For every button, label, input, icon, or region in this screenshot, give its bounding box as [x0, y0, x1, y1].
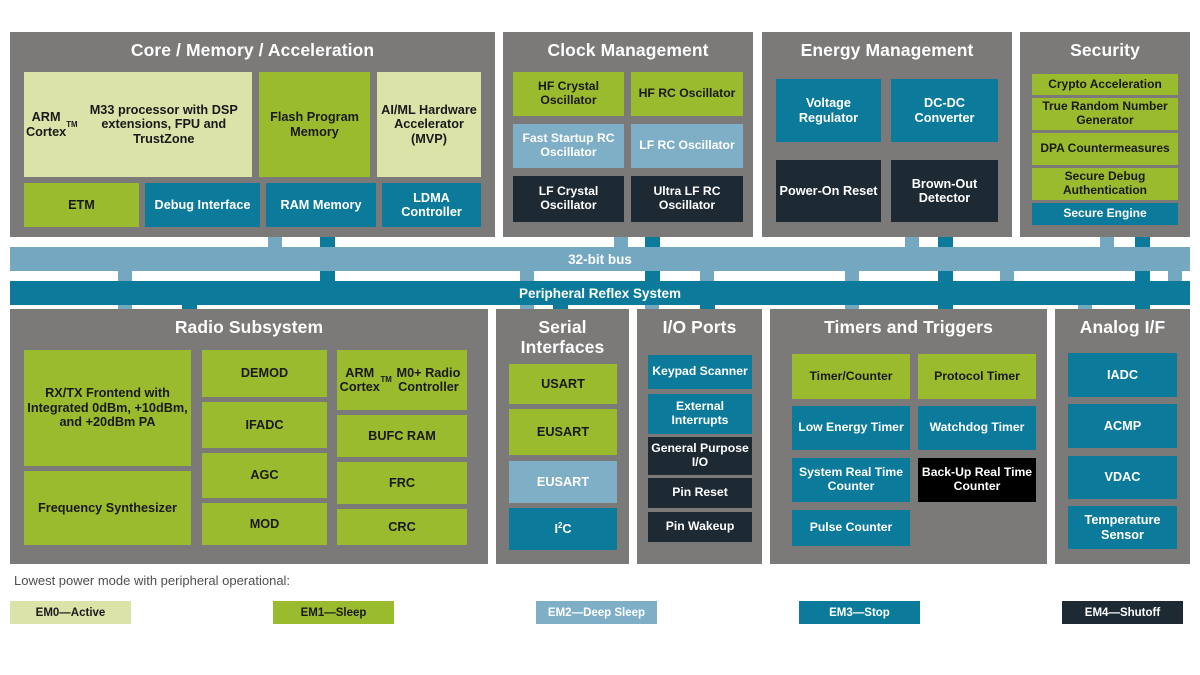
- connector-stub: [1000, 271, 1014, 281]
- block-ldma-controller: LDMA Controller: [382, 183, 481, 227]
- legend-item-em2: EM2—Deep Sleep: [536, 601, 657, 624]
- block-true-random-number-generator: True Random Number Generator: [1032, 98, 1178, 130]
- block-low-energy-timer: Low Energy Timer: [792, 406, 910, 450]
- block-lf-crystal-oscillator: LF Crystal Oscillator: [513, 176, 624, 222]
- block-lf-rc-oscillator: LF RC Oscillator: [631, 124, 743, 168]
- block-pin-reset: Pin Reset: [648, 478, 752, 508]
- block-usart: USART: [509, 364, 617, 404]
- connector-stub: [1100, 237, 1114, 247]
- legend-item-em1: EM1—Sleep: [273, 601, 394, 624]
- panel-timers-and-triggers: Timers and Triggers Timer/Counter Protoc…: [770, 309, 1047, 564]
- block-aiml-hardware-accelerator: AI/ML Hardware Accelerator (MVP): [377, 72, 481, 177]
- connector-stub: [520, 271, 534, 281]
- block-pulse-counter: Pulse Counter: [792, 510, 910, 546]
- block-rx-tx-frontend: RX/TX Frontend with Integrated 0dBm, +10…: [24, 350, 191, 466]
- block-system-real-time-counter: System Real Time Counter: [792, 458, 910, 502]
- block-ifadc: IFADC: [202, 402, 327, 448]
- block-flash-program-memory: Flash Program Memory: [259, 72, 370, 177]
- panel-io-ports: I/O Ports Keypad Scanner External Interr…: [637, 309, 762, 564]
- block-watchdog-timer: Watchdog Timer: [918, 406, 1036, 450]
- legend-item-em0: EM0—Active: [10, 601, 131, 624]
- block-demod: DEMOD: [202, 350, 327, 397]
- block-fast-startup-rc-oscillator: Fast Startup RC Oscillator: [513, 124, 624, 168]
- block-external-interrupts: External Interrupts: [648, 394, 752, 434]
- block-pin-wakeup: Pin Wakeup: [648, 512, 752, 542]
- panel-title-core: Core / Memory / Acceleration: [130, 40, 375, 60]
- block-dc-dc-converter: DC-DC Converter: [891, 79, 998, 142]
- block-protocol-timer: Protocol Timer: [918, 354, 1036, 399]
- block-ultra-lf-rc-oscillator: Ultra LF RC Oscillator: [631, 176, 743, 222]
- block-bufc-ram: BUFC RAM: [337, 415, 467, 457]
- connector-stub: [268, 237, 282, 247]
- connector-stub: [845, 271, 859, 281]
- block-mod: MOD: [202, 503, 327, 545]
- panel-radio-subsystem: Radio Subsystem RX/TX Frontend with Inte…: [10, 309, 488, 564]
- block-ram-memory: RAM Memory: [266, 183, 376, 227]
- bus-32-bit-label: 32-bit bus: [568, 251, 632, 267]
- block-hf-rc-oscillator: HF RC Oscillator: [631, 72, 743, 116]
- legend-item-em4: EM4—Shutoff: [1062, 601, 1183, 624]
- panel-serial-interfaces: Serial Interfaces USART EUSART EUSART I2…: [496, 309, 629, 564]
- block-debug-interface: Debug Interface: [145, 183, 260, 227]
- block-frequency-synthesizer: Frequency Synthesizer: [24, 471, 191, 545]
- panel-title-energy: Energy Management: [800, 40, 974, 60]
- bus-prs-label: Peripheral Reflex System: [518, 285, 682, 301]
- panel-title-timers: Timers and Triggers: [824, 317, 993, 337]
- block-eusart-em2: EUSART: [509, 461, 617, 503]
- block-crypto-acceleration: Crypto Acceleration: [1032, 74, 1178, 95]
- connector-stub: [614, 237, 628, 247]
- panel-security: Security Crypto Acceleration True Random…: [1020, 32, 1190, 237]
- block-agc: AGC: [202, 453, 327, 498]
- block-secure-engine: Secure Engine: [1032, 203, 1178, 225]
- panel-energy-management: Energy Management Voltage Regulator DC-D…: [762, 32, 1012, 237]
- block-hf-crystal-oscillator: HF Crystal Oscillator: [513, 72, 624, 116]
- block-timer-counter: Timer/Counter: [792, 354, 910, 399]
- block-secure-debug-authentication: Secure Debug Authentication: [1032, 168, 1178, 200]
- panel-title-serial: Serial Interfaces: [520, 317, 605, 357]
- block-etm: ETM: [24, 183, 139, 227]
- bus-32-bit: 32-bit bus: [10, 247, 1190, 271]
- panel-title-io: I/O Ports: [662, 317, 737, 337]
- panel-title-radio: Radio Subsystem: [174, 317, 324, 337]
- block-vdac: VDAC: [1068, 456, 1177, 499]
- legend-caption: Lowest power mode with peripheral operat…: [14, 573, 291, 588]
- block-crc: CRC: [337, 509, 467, 545]
- block-iadc: IADC: [1068, 353, 1177, 397]
- connector-stub: [905, 237, 919, 247]
- block-backup-real-time-counter: Back-Up Real Time Counter: [918, 458, 1036, 502]
- block-voltage-regulator: Voltage Regulator: [776, 79, 881, 142]
- block-frc: FRC: [337, 462, 467, 504]
- block-keypad-scanner: Keypad Scanner: [648, 355, 752, 389]
- connector-stub: [700, 271, 714, 281]
- block-power-on-reset: Power-On Reset: [776, 160, 881, 222]
- block-dpa-countermeasures: DPA Countermeasures: [1032, 133, 1178, 165]
- panel-analog-if: Analog I/F IADC ACMP VDAC Temperature Se…: [1055, 309, 1190, 564]
- block-brown-out-detector: Brown-Out Detector: [891, 160, 998, 222]
- panel-title-analog: Analog I/F: [1079, 317, 1166, 337]
- block-eusart-em1: EUSART: [509, 409, 617, 455]
- panel-title-security: Security: [1070, 40, 1140, 60]
- bus-peripheral-reflex-system: Peripheral Reflex System: [10, 281, 1190, 305]
- connector-stub: [1168, 271, 1182, 281]
- block-general-purpose-io: General Purpose I/O: [648, 437, 752, 475]
- block-i2c: I2C: [509, 508, 617, 550]
- panel-clock-management: Clock Management HF Crystal Oscillator H…: [503, 32, 753, 237]
- legend-item-em3: EM3—Stop: [799, 601, 920, 624]
- panel-title-clock: Clock Management: [547, 40, 709, 60]
- connector-stub: [118, 271, 132, 281]
- block-temperature-sensor: Temperature Sensor: [1068, 506, 1177, 549]
- block-acmp: ACMP: [1068, 404, 1177, 448]
- block-i2c-label: I2C: [554, 520, 572, 536]
